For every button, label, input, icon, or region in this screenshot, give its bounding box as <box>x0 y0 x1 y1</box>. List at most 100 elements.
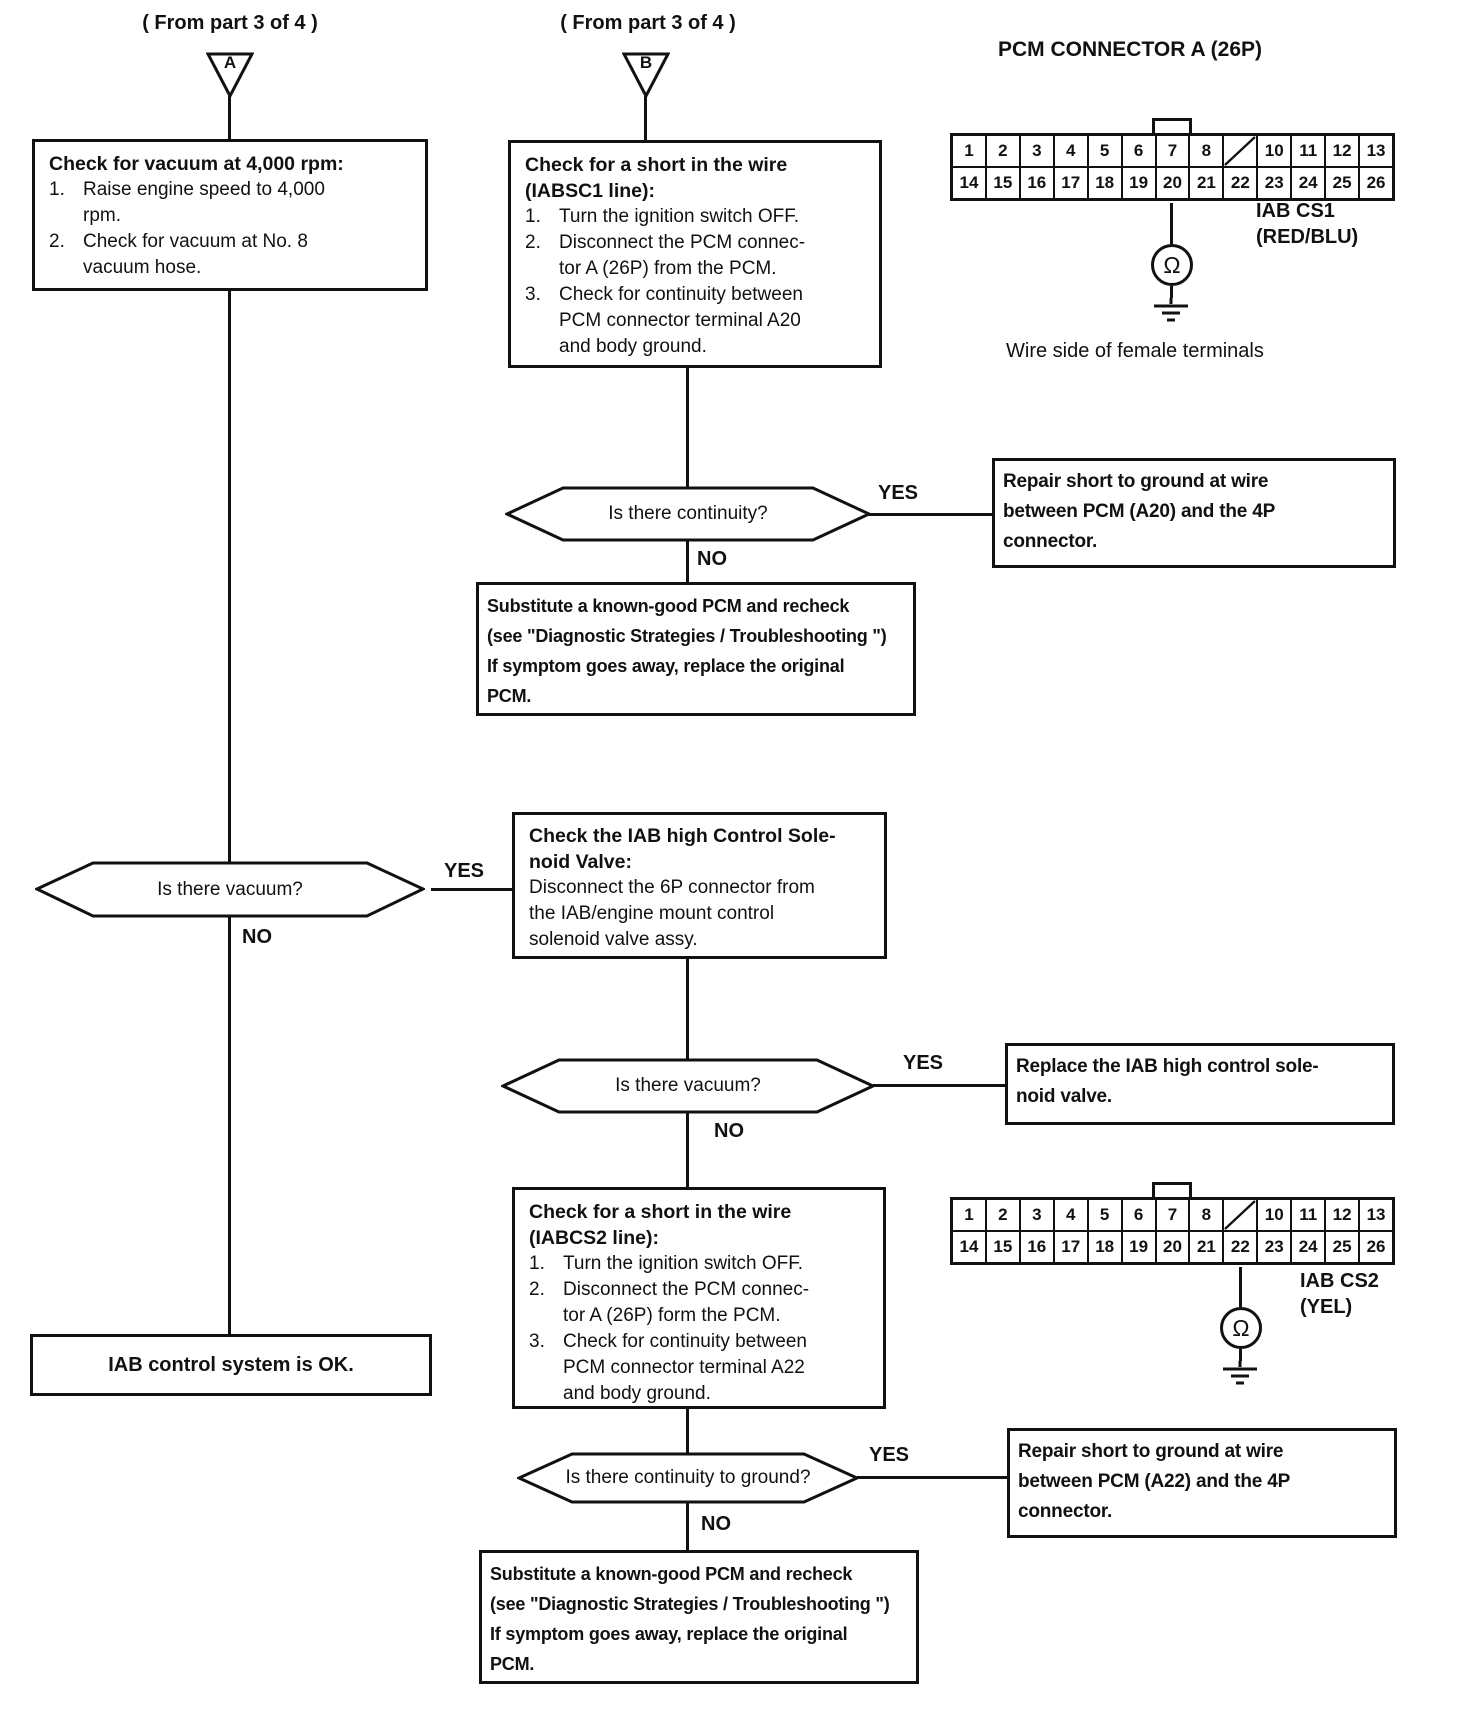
step-2: 2. Disconnect the PCM connec- tor A (26P… <box>525 230 873 282</box>
flow-line <box>686 1403 689 1454</box>
step-number: 1. <box>525 206 541 227</box>
page-connector-a-letter: A <box>223 53 237 72</box>
step-1: 1. Turn the ignition switch OFF. <box>529 1251 877 1277</box>
step-1: 1. Turn the ignition switch OFF. <box>525 204 873 230</box>
step-line: Disconnect the PCM connec- <box>563 1279 810 1300</box>
pin-cell <box>1224 1200 1257 1230</box>
box-line: (see "Diagnostic Strategies / Troublesho… <box>490 1594 890 1614</box>
iab-cs1-label: IAB CS1 (RED/BLU) <box>1256 198 1358 250</box>
pcm-connector-header: PCM CONNECTOR A (26P) <box>997 38 1263 61</box>
pin-cell: 13 <box>1360 136 1392 166</box>
connector-key-tab <box>1152 1182 1192 1197</box>
pin-cell: 7 <box>1156 1200 1189 1230</box>
pin-cell: 4 <box>1054 136 1087 166</box>
pin-cell: 25 <box>1326 168 1359 198</box>
flow-line <box>686 957 689 1060</box>
pin-cell: 20 <box>1156 168 1189 198</box>
pin-cell: 3 <box>1020 136 1053 166</box>
pin-cell: 11 <box>1292 136 1325 166</box>
box-line: the IAB/engine mount control <box>529 903 775 924</box>
no-pin-slash-icon <box>1224 136 1257 166</box>
flow-line-no <box>686 1112 689 1187</box>
pin-cell: 12 <box>1326 1200 1359 1230</box>
step-line: Turn the ignition switch OFF. <box>559 206 800 227</box>
pin-cell: 25 <box>1326 1232 1359 1262</box>
pin-cell: 26 <box>1360 168 1392 198</box>
box-line: Disconnect the 6P connector from <box>529 877 815 898</box>
no-label: NO <box>242 926 272 948</box>
pin-cell: 1 <box>953 1200 985 1230</box>
pin-cell: 4 <box>1054 1200 1087 1230</box>
ohm-symbol: Ω <box>1232 1314 1250 1341</box>
box-line: between PCM (A22) and the 4P <box>1018 1471 1291 1492</box>
box-repair-short-a20: Repair short to ground at wire between P… <box>992 458 1396 568</box>
pin-cell: 7 <box>1156 136 1189 166</box>
step-line: tor A (26P) from the PCM. <box>559 258 777 279</box>
signal-name: IAB CS2 <box>1300 1270 1379 1292</box>
decision-question: Is there vacuum? <box>615 1075 761 1096</box>
box-title: Check the IAB high Control Sole- <box>529 825 836 847</box>
box-line: Repair short to ground at wire <box>1018 1441 1284 1462</box>
step-line: Check for continuity between <box>559 284 803 305</box>
box-title: Check for a short in the wire <box>529 1201 792 1223</box>
pin-cell: 17 <box>1054 168 1087 198</box>
step-3: 3. Check for continuity between PCM conn… <box>525 282 873 360</box>
flow-line <box>686 366 689 488</box>
box-line: between PCM (A20) and the 4P <box>1003 501 1276 522</box>
pin-cell: 13 <box>1360 1200 1392 1230</box>
pin-cell: 26 <box>1360 1232 1392 1262</box>
no-label: NO <box>697 548 727 570</box>
step-1: 1. Raise engine speed to 4,000 rpm. <box>49 177 419 229</box>
pin-cell: 22 <box>1224 168 1257 198</box>
pin-cell: 18 <box>1088 168 1121 198</box>
step-2: 2. Check for vacuum at No. 8 vacuum hose… <box>49 229 419 281</box>
box-check-short-iabcs2: Check for a short in the wire (IABCS2 li… <box>512 1187 886 1409</box>
step-line: and body ground. <box>559 336 707 357</box>
flow-line-yes <box>857 1476 1007 1479</box>
box-line: noid valve. <box>1016 1086 1113 1107</box>
box-title: (IABCS2 line): <box>529 1227 660 1249</box>
step-2: 2. Disconnect the PCM connec- tor A (26P… <box>529 1277 877 1329</box>
flow-line-no <box>686 1502 689 1550</box>
flow-line <box>228 289 231 863</box>
box-line: (see "Diagnostic Strategies / Troublesho… <box>487 626 887 646</box>
wire-color: (RED/BLU) <box>1256 226 1359 248</box>
pin-cell: 6 <box>1122 1200 1155 1230</box>
pin-cell: 20 <box>1156 1232 1189 1262</box>
decision-is-there-vacuum-1: Is there vacuum? <box>35 861 425 918</box>
page-connector-b-letter: B <box>639 53 653 72</box>
box-substitute-pcm-2: Substitute a known-good PCM and recheck … <box>479 1550 919 1684</box>
step-line: rpm. <box>83 205 121 226</box>
step-3: 3. Check for continuity between PCM conn… <box>529 1329 877 1407</box>
box-title: noid Valve: <box>529 851 632 873</box>
box-repair-short-a22: Repair short to ground at wire between P… <box>1007 1428 1397 1538</box>
box-replace-solenoid: Replace the IAB high control sole- noid … <box>1005 1043 1395 1125</box>
pin-cell: 16 <box>1020 1232 1053 1262</box>
box-line: Replace the IAB high control sole- <box>1016 1056 1319 1077</box>
pin-cell: 5 <box>1088 136 1121 166</box>
triangle-a-icon <box>206 52 254 98</box>
hexagon-shape <box>501 1058 875 1114</box>
step-line: Disconnect the PCM connec- <box>559 232 806 253</box>
pin-cell <box>1224 136 1257 166</box>
hexagon-shape <box>35 861 425 918</box>
step-line: tor A (26P) form the PCM. <box>563 1305 781 1326</box>
page-connector-b: B <box>622 52 670 98</box>
connector-key-tab <box>1152 118 1192 133</box>
box-line: connector. <box>1003 531 1098 552</box>
step-line: Raise engine speed to 4,000 <box>83 179 325 200</box>
yes-label: YES <box>878 482 919 504</box>
ground-icon <box>1223 1361 1257 1385</box>
box-system-ok: IAB control system is OK. <box>30 1334 432 1396</box>
pin-cell: 19 <box>1122 1232 1155 1262</box>
box-check-solenoid-valve: Check the IAB high Control Sole- noid Va… <box>512 812 887 959</box>
decision-question: Is there continuity to ground? <box>565 1467 811 1488</box>
ok-text: IAB control system is OK. <box>108 1353 354 1376</box>
flow-line <box>228 917 231 1334</box>
meter-wire <box>1170 286 1173 298</box>
step-number: 1. <box>49 179 65 200</box>
pin-cell: 8 <box>1190 136 1223 166</box>
pin-cell: 16 <box>1020 168 1053 198</box>
